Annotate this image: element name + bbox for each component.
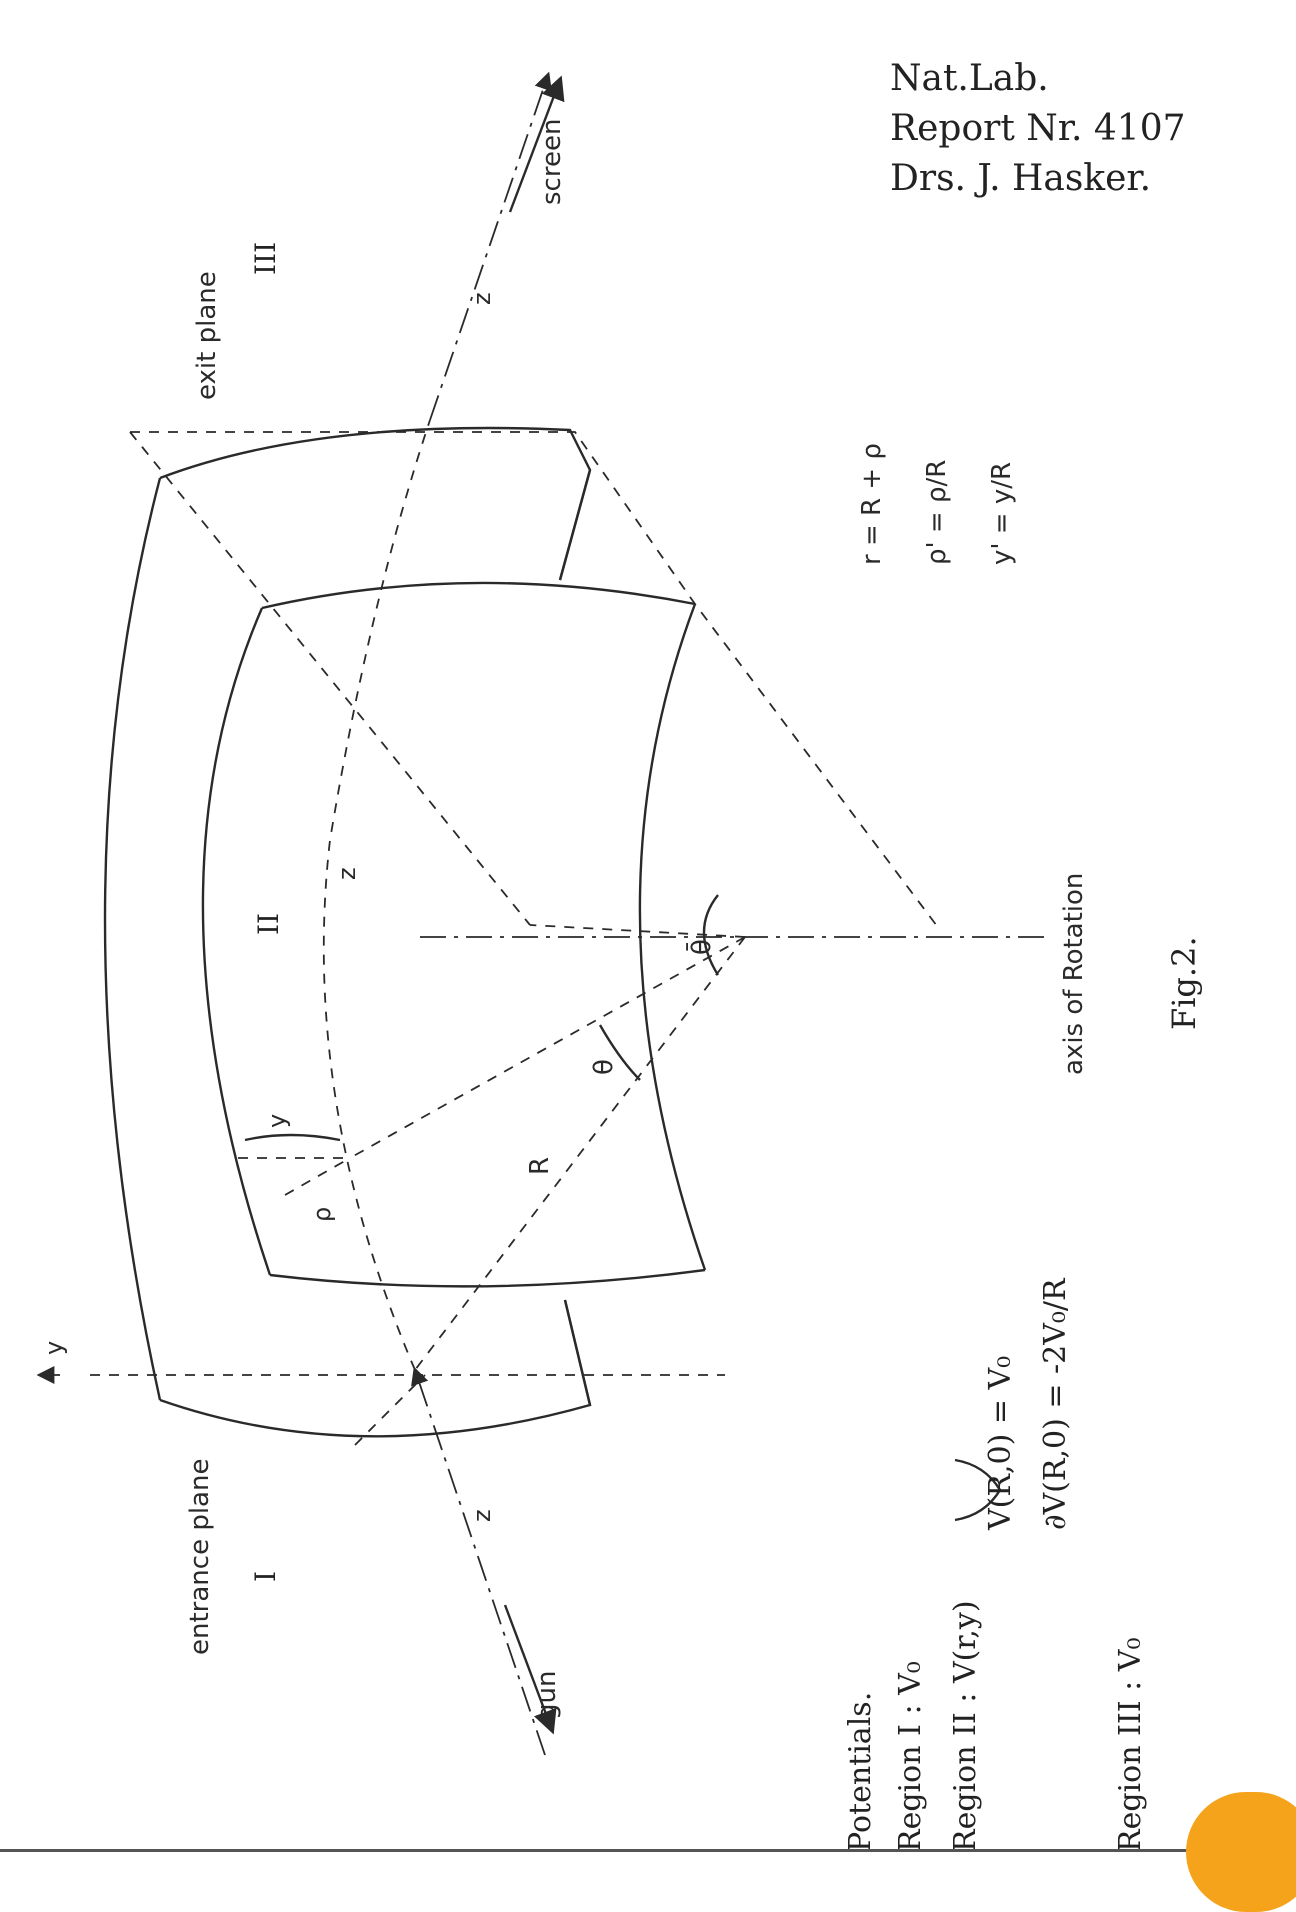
- region-iii-label: III: [249, 242, 282, 275]
- region-ii-label: II: [252, 913, 285, 935]
- outer-body-outline: [103, 426, 592, 1438]
- z-label-exit: z: [468, 292, 496, 305]
- gun-label: gun: [532, 1671, 562, 1720]
- region-i-label: I: [249, 1571, 282, 1582]
- gun-indicator-line: [503, 1604, 557, 1735]
- theta-arc: [598, 1024, 641, 1081]
- screen-indicator-line: [508, 75, 565, 213]
- y-brace: [244, 1133, 341, 1142]
- beam-path-incoming: [411, 1366, 546, 1756]
- exit-plane-dashed: [129, 431, 941, 931]
- header-line2: Report Nr. 4107: [890, 108, 1186, 149]
- theta-label: θ: [589, 1059, 619, 1075]
- beam-path-outgoing: [429, 71, 552, 421]
- theta-bar-label: θ̄: [685, 939, 717, 955]
- equation-y-prime: y' = y/R: [987, 462, 1017, 565]
- figure-label: Fig.2.: [1165, 936, 1203, 1030]
- equation-rho-prime: ρ' = ρ/R: [922, 460, 952, 565]
- axis-of-rotation-label: axis of Rotation: [1059, 873, 1089, 1075]
- entrance-plane-dashed: [90, 1374, 725, 1446]
- radius-line-upper: [529, 924, 746, 938]
- rho-label: ρ: [308, 1207, 336, 1222]
- theta-bar-arc: [702, 894, 720, 976]
- z-label-central: z: [333, 867, 361, 880]
- equation-r: r = R + ρ: [857, 443, 887, 565]
- exit-plane-label: exit plane: [192, 271, 222, 400]
- potentials-region2: Region II : V(r,y): [948, 1600, 983, 1852]
- potentials-region2-condition2: ∂V(R,0) = -2V₀/R: [1038, 1277, 1073, 1530]
- inner-body-outline: [201, 581, 707, 1288]
- screen-label: screen: [537, 119, 567, 205]
- diagram-canvas: exit plane III II I entrance plane scree…: [36, 58, 1203, 1852]
- header-line3: Drs. J. Hasker.: [890, 158, 1151, 199]
- back-face-edge: [558, 469, 592, 1406]
- y-label: y: [263, 1114, 291, 1128]
- beam-path-central: [322, 419, 431, 1371]
- z-label-entrance: z: [468, 1509, 496, 1522]
- radius-line-lower: [414, 936, 746, 1371]
- y-axis-label: y: [40, 1341, 68, 1355]
- potentials-region1: Region I : V₀: [893, 1661, 928, 1852]
- radius-label: R: [525, 1157, 555, 1175]
- potentials-region3: Region III : V₀: [1113, 1638, 1148, 1852]
- corner-badge: [1186, 1792, 1296, 1912]
- rho-marker: [284, 1157, 351, 1196]
- entrance-plane-label: entrance plane: [185, 1459, 215, 1655]
- potentials-brace: [954, 1458, 1002, 1522]
- header-line1: Nat.Lab.: [890, 58, 1049, 99]
- radius-line: [349, 936, 746, 1159]
- potentials-region2-condition1: V(R,0) = V₀: [983, 1356, 1018, 1531]
- potentials-title: Potentials.: [843, 1692, 878, 1852]
- bottom-edge-bar: [0, 1849, 1296, 1852]
